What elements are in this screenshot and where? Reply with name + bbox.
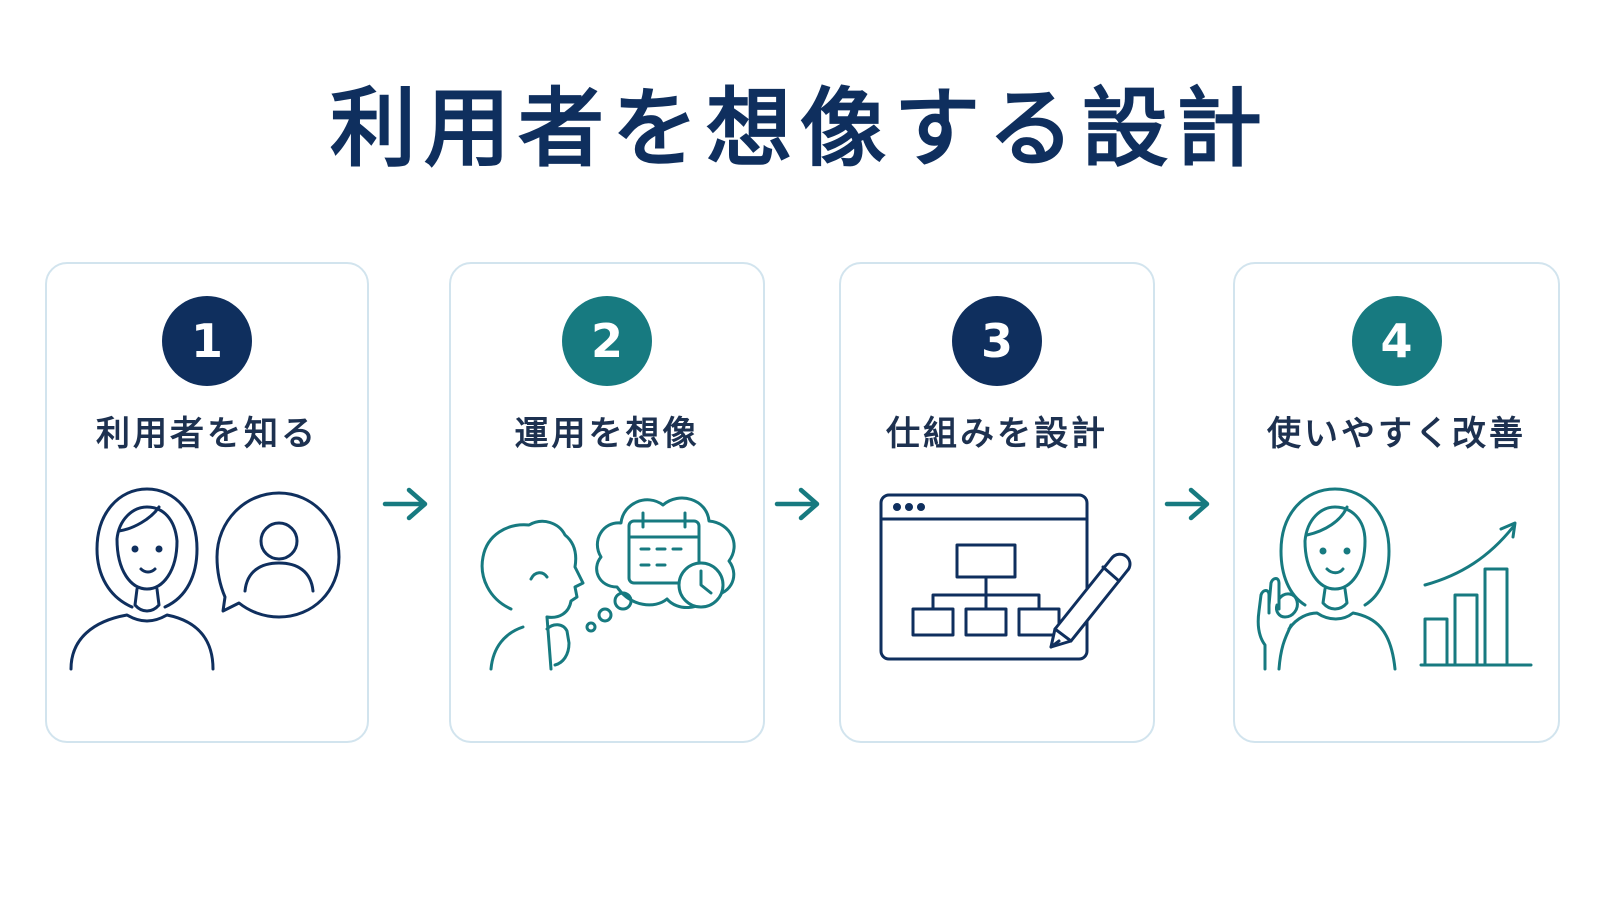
- step-card-3: 3 仕組みを設計: [839, 262, 1155, 743]
- arrow-right-icon: [774, 487, 820, 521]
- step-label: 使いやすく改善: [1267, 414, 1526, 454]
- step-label: 運用を想像: [514, 414, 700, 454]
- step-label: 仕組みを設計: [886, 414, 1108, 454]
- system-design-icon: [879, 493, 1132, 661]
- step-card-2: 2 運用を想像: [449, 262, 765, 743]
- step-label: 利用者を知る: [96, 414, 318, 454]
- user-persona-icon: [69, 487, 341, 671]
- step-number-badge: 3: [952, 296, 1042, 386]
- arrow-right-icon: [1164, 487, 1210, 521]
- step-card-1: 1 利用者を知る: [45, 262, 369, 743]
- step-number-badge: 4: [1351, 296, 1442, 386]
- step-number-badge: 2: [562, 296, 652, 386]
- thinking-person-icon: [480, 496, 736, 671]
- step-card-4: 4 使いやすく改善: [1233, 262, 1560, 743]
- page-title: 利用者を想像する設計: [330, 79, 1270, 179]
- step-number-badge: 1: [162, 296, 252, 386]
- arrow-right-icon: [382, 487, 428, 521]
- improvement-growth-icon: [1256, 487, 1533, 671]
